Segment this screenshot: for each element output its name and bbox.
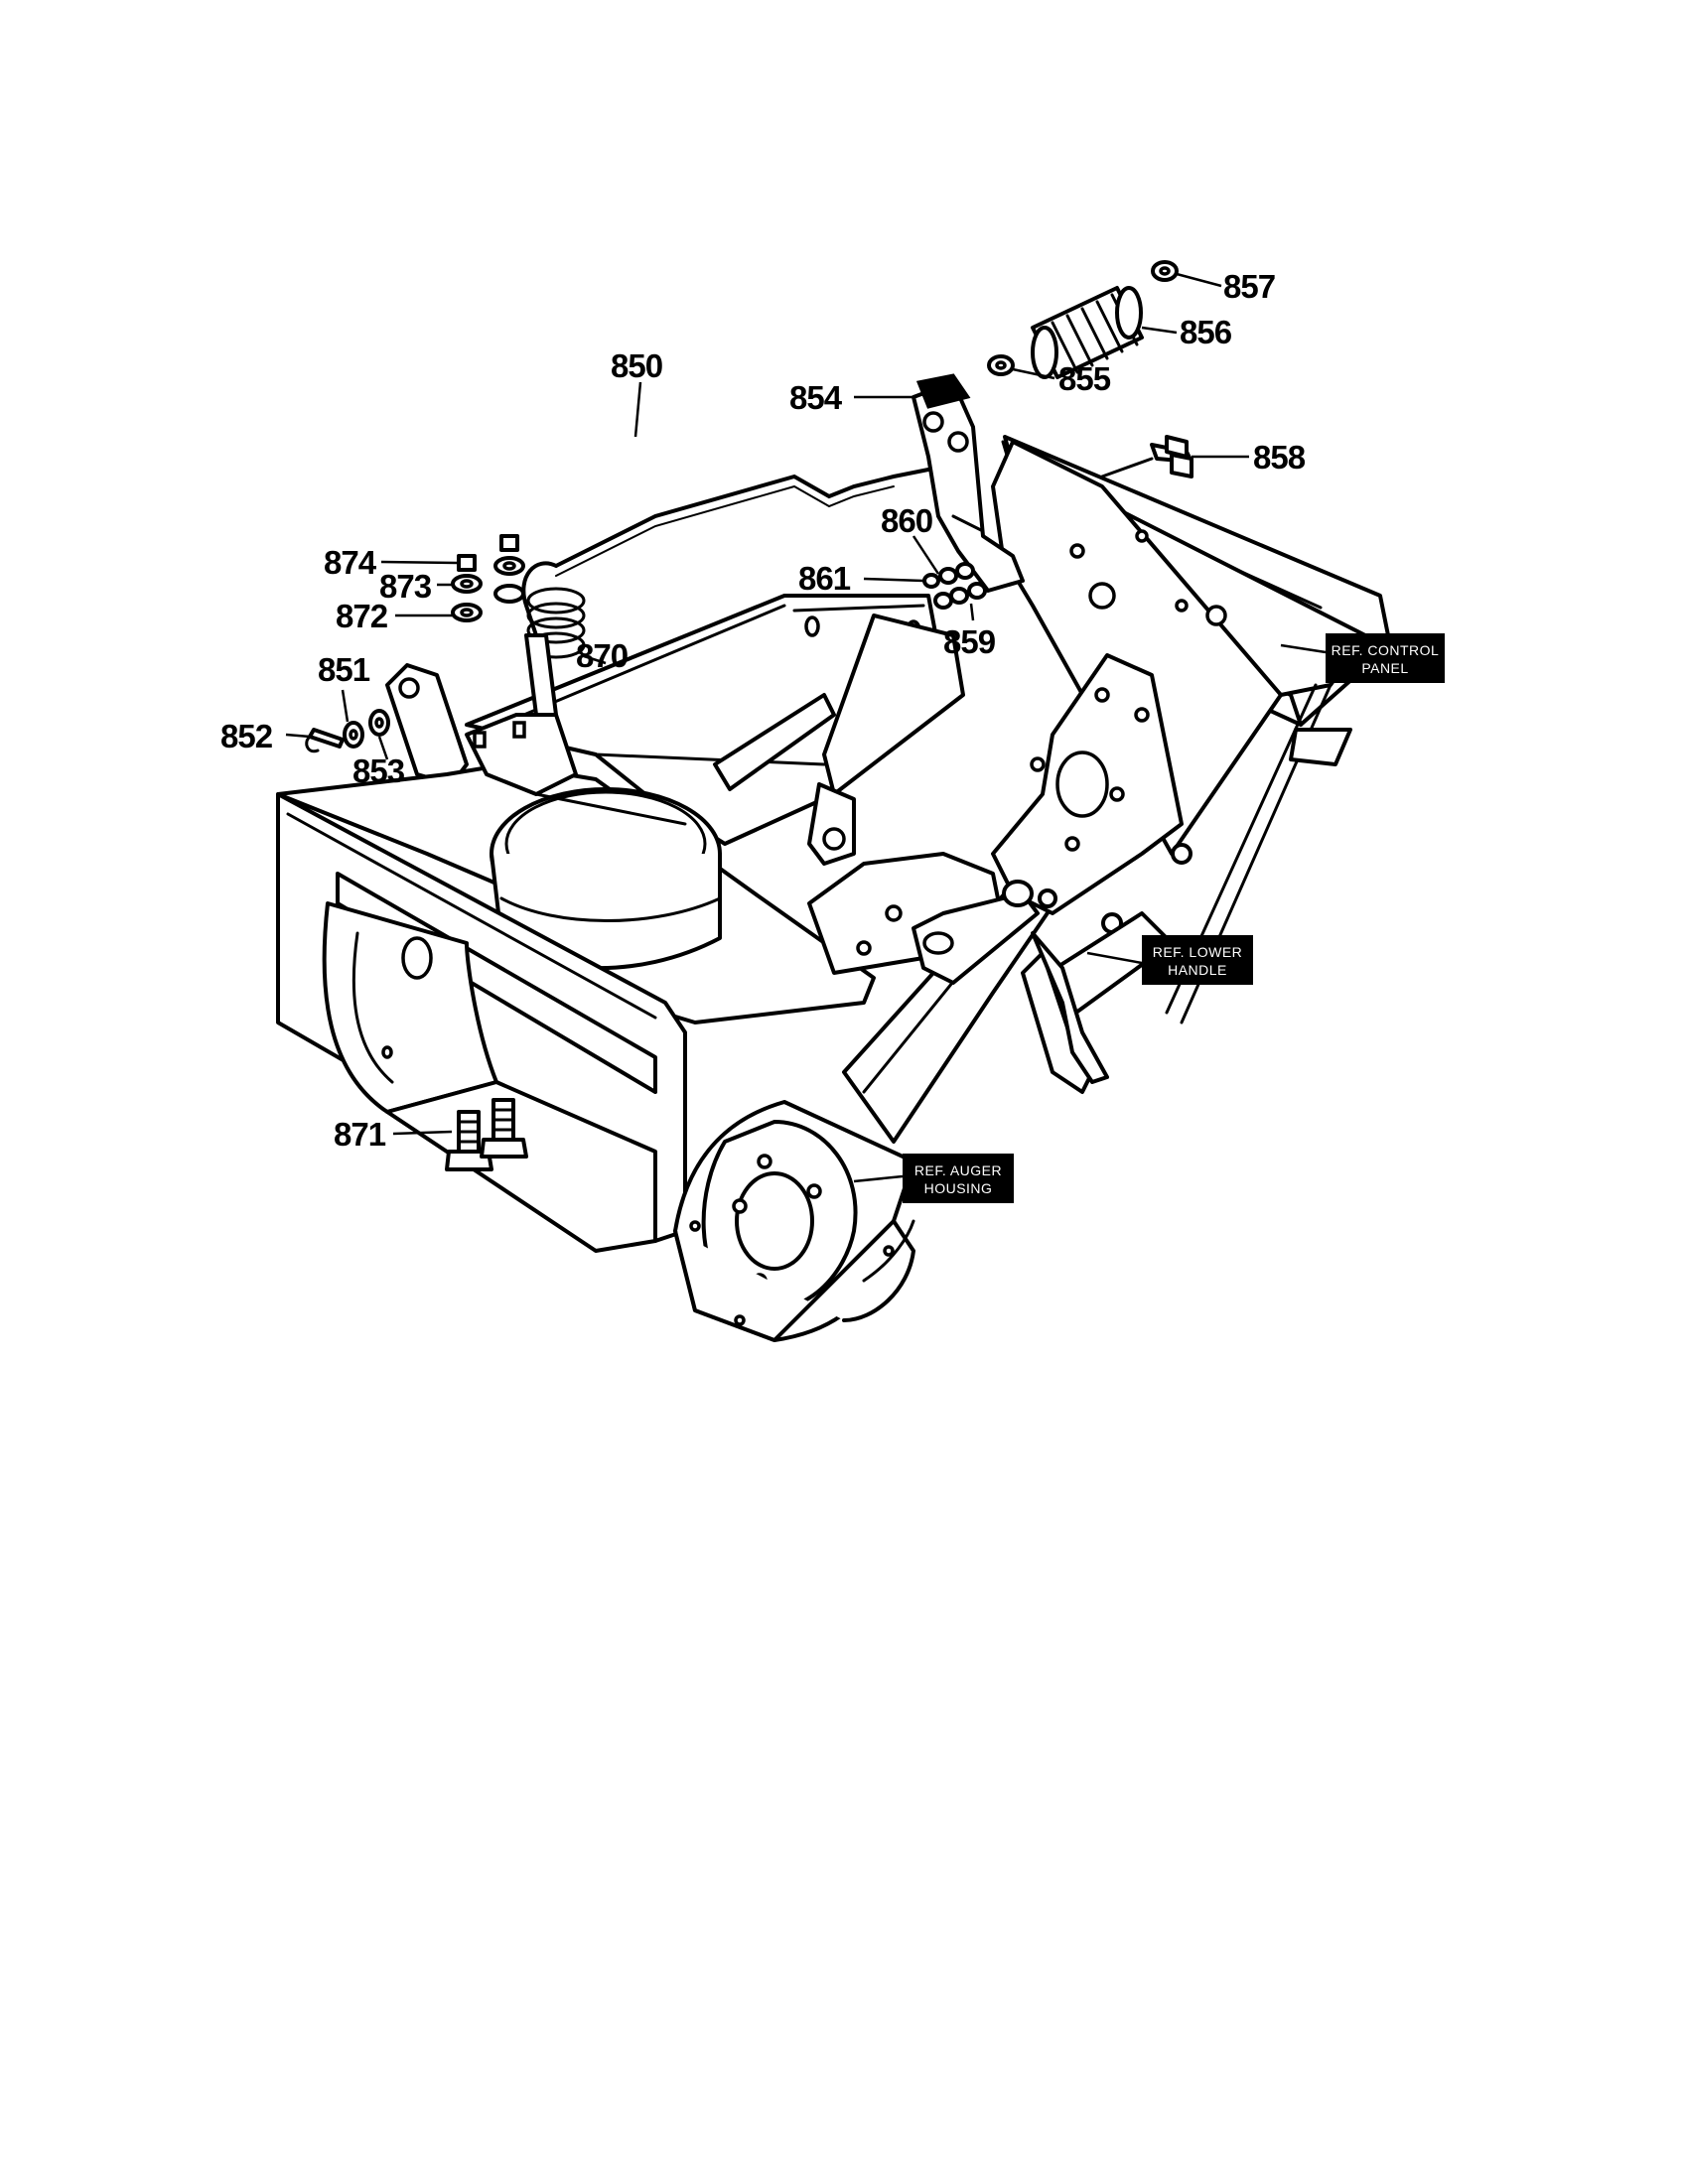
callout-874: 874 [324, 544, 377, 581]
bumper-856 [1031, 286, 1144, 379]
callout-858: 858 [1253, 439, 1306, 476]
ref-lower-handle: REF. LOWER HANDLE [1142, 935, 1253, 985]
callout-854: 854 [789, 379, 843, 416]
callout-872: 872 [336, 598, 388, 634]
callout-851: 851 [318, 651, 370, 688]
callout-870: 870 [576, 637, 628, 674]
callout-857: 857 [1223, 268, 1275, 305]
ref-auger-housing: REF. AUGER HOUSING [903, 1154, 1014, 1203]
bolt-871-right [480, 1098, 528, 1159]
frame-assembly [276, 260, 1392, 1342]
callout-871: 871 [334, 1116, 386, 1153]
callout-861: 861 [798, 560, 851, 597]
ref-auger-housing-line1: REF. AUGER [914, 1162, 1002, 1178]
callout-856: 856 [1180, 314, 1232, 350]
leader-lines [285, 272, 1327, 1183]
callout-853: 853 [352, 752, 405, 789]
ref-auger-housing-line2: HOUSING [924, 1180, 993, 1196]
callout-855: 855 [1058, 360, 1111, 397]
callout-labels: 857 856 855 854 858 850 860 861 859 874 … [220, 268, 1307, 1153]
callout-873: 873 [379, 568, 432, 605]
ref-lower-handle-line2: HANDLE [1168, 962, 1227, 978]
callout-850: 850 [611, 347, 662, 384]
washer-cluster-860 [922, 562, 987, 610]
ref-control-panel: REF. CONTROL PANEL [1326, 633, 1445, 683]
ref-control-panel-line1: REF. CONTROL [1332, 642, 1440, 658]
callout-852: 852 [220, 718, 273, 754]
ref-lower-handle-line1: REF. LOWER [1153, 944, 1243, 960]
ref-control-panel-line2: PANEL [1361, 660, 1408, 676]
callout-859: 859 [943, 623, 996, 660]
callout-860: 860 [881, 502, 932, 539]
